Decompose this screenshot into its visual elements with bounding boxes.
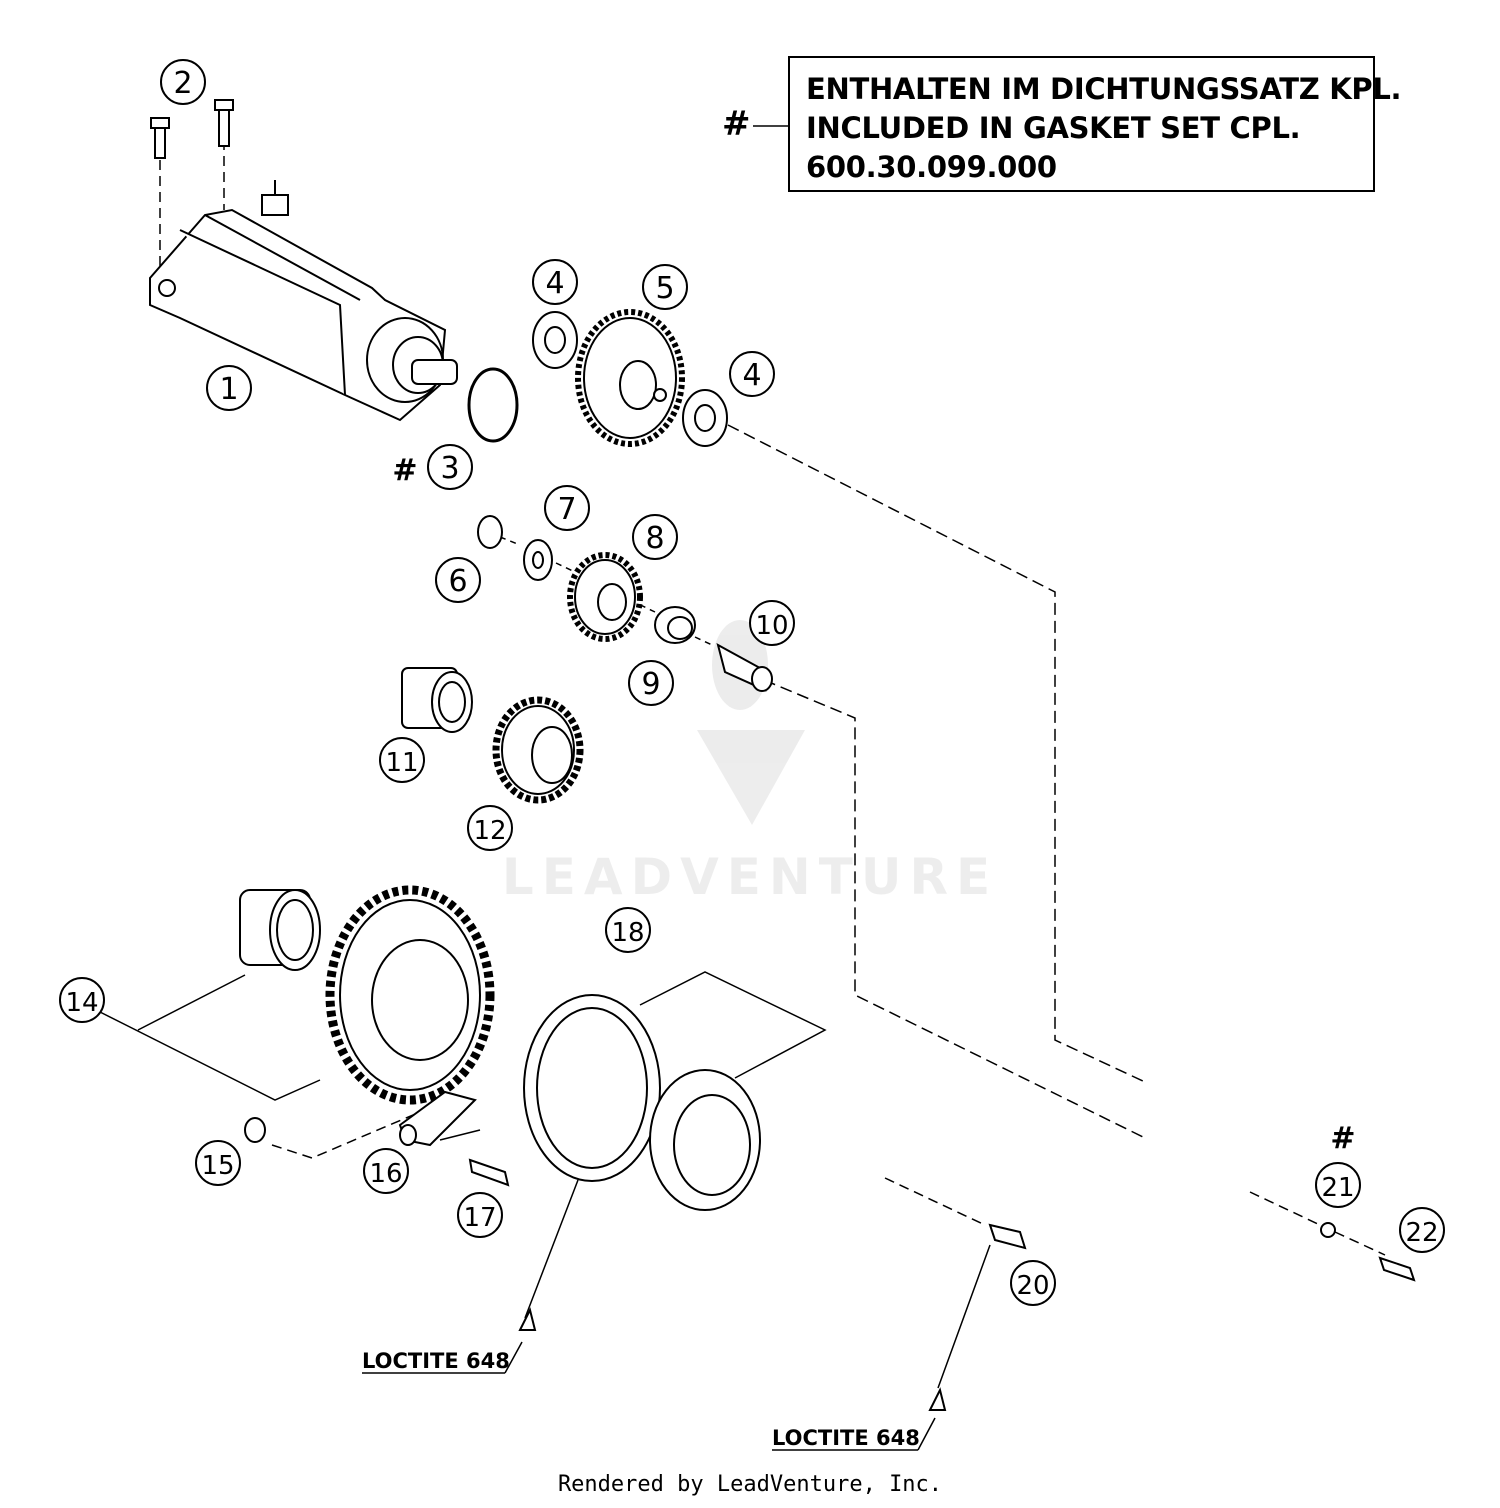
large-gear-assembly bbox=[239, 885, 495, 1105]
svg-text:8: 8 bbox=[645, 521, 664, 556]
svg-text:7: 7 bbox=[557, 492, 576, 527]
callout-5[interactable]: 5 bbox=[642, 264, 688, 310]
callout-3[interactable]: 3 bbox=[427, 444, 473, 490]
callout-16[interactable]: 16 bbox=[363, 1148, 409, 1194]
callout-20[interactable]: 20 bbox=[1010, 1260, 1056, 1306]
svg-text:9: 9 bbox=[641, 667, 660, 702]
note-marker: # bbox=[722, 104, 751, 144]
starter-motor bbox=[149, 180, 458, 422]
callout-1[interactable]: 1 bbox=[206, 365, 252, 411]
svg-text:16: 16 bbox=[369, 1159, 402, 1189]
note-part-number: 600.30.099.000 bbox=[806, 150, 1057, 184]
callout-9[interactable]: 9 bbox=[628, 660, 674, 706]
gasket-set-note: ENTHALTEN IM DICHTUNGSSATZ KPL. INCLUDED… bbox=[788, 56, 1402, 192]
note-line-de: ENTHALTEN IM DICHTUNGSSATZ KPL. bbox=[806, 72, 1402, 106]
leader-lines bbox=[99, 125, 1386, 1451]
gasket-marker-21: # bbox=[1330, 1121, 1355, 1156]
svg-text:2: 2 bbox=[173, 66, 192, 101]
callout-11[interactable]: 11 bbox=[379, 737, 425, 783]
callout-21[interactable]: 21 bbox=[1315, 1162, 1361, 1208]
callout-4a[interactable]: 4 bbox=[532, 259, 578, 305]
svg-text:11: 11 bbox=[385, 748, 418, 778]
callout-8[interactable]: 8 bbox=[632, 514, 678, 560]
callout-2[interactable]: 2 bbox=[160, 59, 206, 105]
svg-text:10: 10 bbox=[755, 611, 788, 641]
freewheel-assembly bbox=[523, 994, 761, 1211]
callout-15[interactable]: 15 bbox=[195, 1140, 241, 1186]
lever-parts bbox=[244, 1090, 510, 1187]
footer-credit: Rendered by LeadVenture, Inc. bbox=[557, 1472, 943, 1497]
starter-bolts bbox=[150, 99, 234, 159]
svg-text:4: 4 bbox=[742, 358, 761, 393]
callout-4b[interactable]: 4 bbox=[729, 351, 775, 397]
svg-text:22: 22 bbox=[1405, 1218, 1438, 1248]
callout-6[interactable]: 6 bbox=[435, 557, 481, 603]
callout-17[interactable]: 17 bbox=[457, 1192, 503, 1238]
svg-text:6: 6 bbox=[448, 564, 467, 599]
small-parts bbox=[477, 515, 773, 692]
gasket-marker-3: # bbox=[392, 453, 417, 488]
callout-12[interactable]: 12 bbox=[467, 805, 513, 851]
svg-text:20: 20 bbox=[1016, 1271, 1049, 1301]
intermediate-gear bbox=[575, 309, 685, 447]
needle-bearing-and-gear bbox=[401, 667, 584, 804]
svg-text:12: 12 bbox=[473, 816, 506, 846]
svg-text:14: 14 bbox=[65, 988, 98, 1018]
svg-text:3: 3 bbox=[440, 451, 459, 486]
watermark-logo bbox=[697, 620, 805, 825]
callout-18[interactable]: 18 bbox=[605, 907, 651, 953]
loctite-label-1: LOCTITE 648 bbox=[362, 1349, 510, 1373]
callout-14[interactable]: 14 bbox=[59, 977, 105, 1023]
svg-text:17: 17 bbox=[463, 1203, 496, 1233]
o-ring bbox=[467, 367, 519, 443]
callout-10[interactable]: 10 bbox=[749, 600, 795, 646]
callout-7[interactable]: 7 bbox=[544, 485, 590, 531]
svg-text:4: 4 bbox=[545, 266, 564, 301]
fasteners bbox=[518, 1222, 1416, 1411]
callout-22[interactable]: 22 bbox=[1399, 1207, 1445, 1253]
note-line-en: INCLUDED IN GASKET SET CPL. bbox=[806, 111, 1301, 145]
svg-text:21: 21 bbox=[1321, 1173, 1354, 1203]
loctite-label-2: LOCTITE 648 bbox=[772, 1426, 920, 1450]
svg-text:5: 5 bbox=[655, 271, 674, 306]
svg-text:18: 18 bbox=[611, 918, 644, 948]
watermark-text: LEADVENTURE bbox=[501, 848, 999, 906]
bearings bbox=[532, 311, 728, 447]
svg-text:15: 15 bbox=[201, 1151, 234, 1181]
svg-text:1: 1 bbox=[219, 372, 238, 407]
